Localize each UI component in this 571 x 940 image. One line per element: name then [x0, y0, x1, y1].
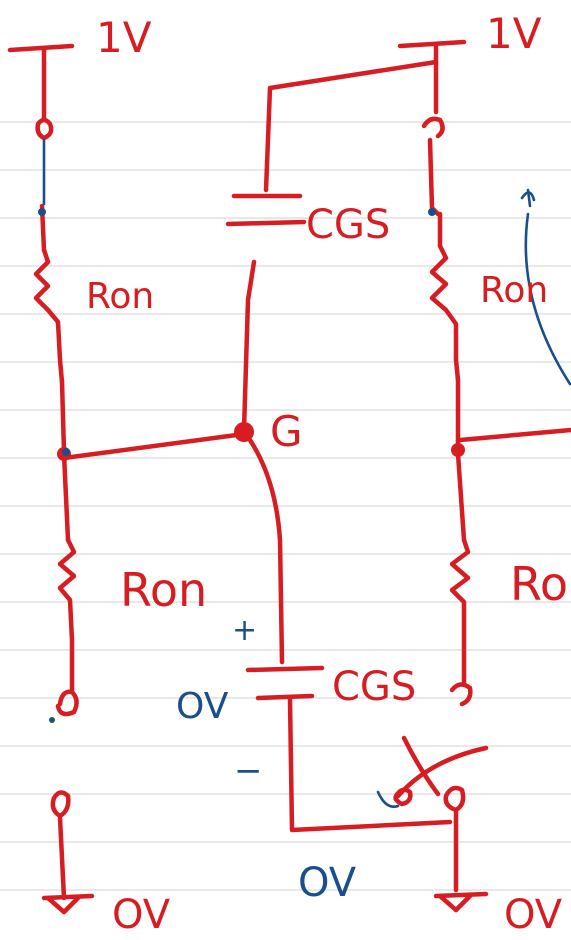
label-r-top-left: Ron	[86, 276, 154, 317]
label-ground-middle: OV	[298, 860, 357, 906]
left-branch	[7, 43, 95, 915]
cap-bottom-plate-2	[255, 693, 315, 701]
label-minus: −	[234, 751, 263, 791]
label-supply-right: 1V	[486, 9, 542, 58]
label-r-top-right: Ron	[480, 270, 548, 311]
label-plus: +	[232, 613, 257, 648]
bottom-cap-loop	[245, 665, 489, 833]
blue-dot-left-bottom	[49, 717, 55, 723]
wire-left-3	[61, 451, 71, 543]
supply-bar-right	[397, 39, 467, 49]
top-cap-loop	[225, 59, 439, 433]
node-gate	[234, 422, 254, 442]
ruled-lines	[0, 121, 571, 891]
open-terminal-right-low	[443, 785, 466, 813]
wire-left-mid	[59, 379, 67, 455]
node-right-mid	[451, 443, 465, 457]
supply-bar-left	[7, 43, 75, 53]
switch-contact	[393, 735, 441, 807]
blue-dot-right	[428, 208, 436, 216]
open-terminal-right-top	[421, 116, 445, 139]
wire-right-2	[427, 137, 441, 217]
resistor-left-bottom	[57, 537, 77, 693]
cap-top-plate-2	[225, 219, 307, 227]
wire-right-to-edge	[457, 427, 571, 443]
label-supply-left: 1V	[96, 13, 152, 62]
label-cap-bottom: CGS	[332, 664, 416, 710]
wire-cap-to-gate	[241, 259, 257, 433]
label-r-bottom-right: Ro	[510, 557, 568, 611]
ground-symbol-right	[433, 891, 489, 913]
right-branch	[397, 39, 571, 913]
resistor-right-bottom	[449, 537, 471, 687]
resistor-left-top	[33, 247, 65, 385]
wire-right-4	[455, 451, 467, 543]
wire-left-ground	[57, 815, 67, 901]
ground-symbol-left	[41, 893, 95, 915]
blue-arc-switch	[376, 790, 400, 808]
cap-bottom-plate-1	[245, 665, 325, 673]
label-r-bottom-left: Ron	[120, 563, 207, 617]
wire-left-to-gate	[61, 431, 247, 461]
wire-gate-to-cap-bottom	[247, 437, 285, 665]
open-terminal-left-low	[50, 790, 71, 819]
wire-cap-bottom-down	[287, 697, 453, 833]
label-gate: G	[270, 407, 303, 456]
label-cap-voltage: OV	[176, 686, 229, 727]
label-cap-top: CGS	[306, 202, 390, 248]
blue-arrow-curve	[520, 188, 571, 386]
blue-dot-left	[38, 208, 46, 216]
open-terminal-right-mid	[449, 682, 473, 707]
blue-dot-left-mid	[62, 448, 70, 456]
wire-top-loop	[263, 59, 439, 193]
label-ground-left: OV	[112, 892, 171, 938]
blue-annotations	[38, 188, 571, 808]
gate-wiring	[61, 422, 285, 665]
resistor-right-top	[429, 243, 461, 383]
label-ground-right: OV	[504, 892, 563, 938]
open-terminal-left-top	[35, 117, 54, 141]
open-terminal-left-bottom	[55, 689, 79, 717]
